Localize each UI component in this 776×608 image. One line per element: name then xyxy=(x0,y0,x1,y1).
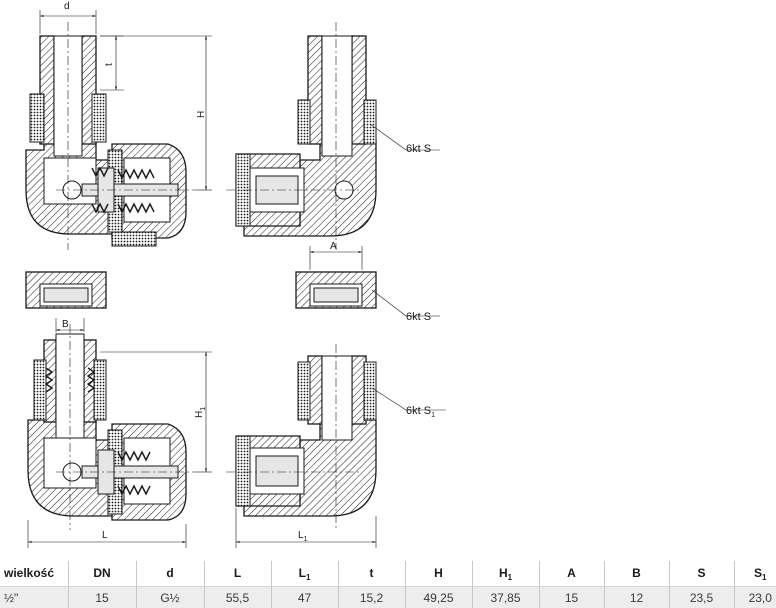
table-cell: 15 xyxy=(68,587,136,608)
dim-label-t: t xyxy=(104,63,115,66)
table-cell: 49,25 xyxy=(405,587,472,608)
dim-label-B: B xyxy=(62,319,69,330)
header-cell: L1 xyxy=(271,561,338,587)
table-cell: ½" xyxy=(0,587,68,608)
header-cell: L xyxy=(204,561,271,587)
specification-table: wielkość DN d L L1 t H H1 A B S S1 ½" 15… xyxy=(0,561,776,608)
table-cell: 23,0 xyxy=(734,587,776,608)
header-cell: d xyxy=(136,561,204,587)
dim-label-A: A xyxy=(330,241,337,252)
table-cell: 23,5 xyxy=(669,587,734,608)
header-cell: B xyxy=(604,561,669,587)
view-bottom-left xyxy=(28,318,212,548)
callout-label-S1: 6kt S1 xyxy=(406,405,435,419)
view-middle-right: 6kt S xyxy=(296,246,440,323)
view-middle-left xyxy=(26,272,106,308)
dim-label-d: d xyxy=(64,1,70,12)
dim-label-H: H xyxy=(196,111,207,118)
header-cell: A xyxy=(539,561,604,587)
view-top-left xyxy=(26,10,212,250)
view-bottom-right: 6kt S1 xyxy=(226,344,446,548)
header-cell: DN xyxy=(68,561,136,587)
header-cell: H1 xyxy=(472,561,539,587)
dim-label-H1: H1 xyxy=(194,407,207,418)
table-cell: G½ xyxy=(136,587,204,608)
header-cell: t xyxy=(338,561,405,587)
callout-label-S-1: 6kt S xyxy=(406,143,431,155)
table-row: ½" 15 G½ 55,5 47 15,2 49,25 37,85 15 12 … xyxy=(0,587,776,608)
technical-drawing: 6kt S 6kt S xyxy=(0,0,776,560)
header-cell: wielkość xyxy=(0,561,68,587)
table-cell: 37,85 xyxy=(472,587,539,608)
view-top-right: 6kt S xyxy=(226,22,440,250)
table-cell: 15 xyxy=(539,587,604,608)
header-cell: S xyxy=(669,561,734,587)
callout-label-S-2: 6kt S xyxy=(406,311,431,323)
header-cell: S1 xyxy=(734,561,776,587)
table-cell: 47 xyxy=(271,587,338,608)
header-cell: H xyxy=(405,561,472,587)
table-header-row: wielkość DN d L L1 t H H1 A B S S1 xyxy=(0,561,776,587)
table-cell: 55,5 xyxy=(204,587,271,608)
table-cell: 12 xyxy=(604,587,669,608)
dim-label-L1: L1 xyxy=(298,530,308,543)
dim-label-L: L xyxy=(102,530,108,541)
table-cell: 15,2 xyxy=(338,587,405,608)
